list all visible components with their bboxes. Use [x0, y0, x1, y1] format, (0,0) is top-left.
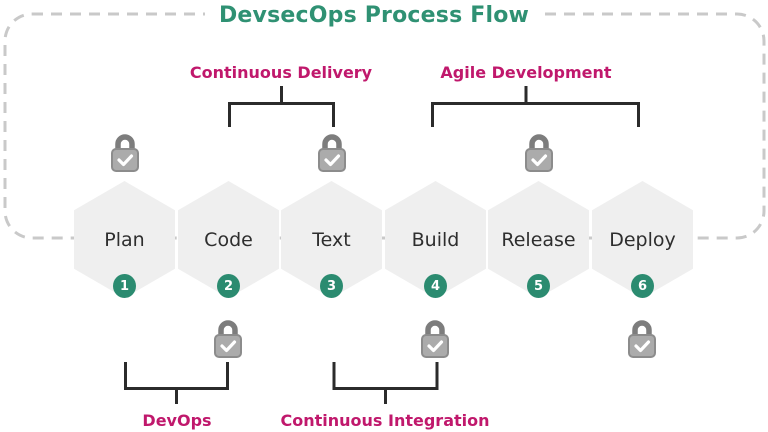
label-devops: DevOps — [142, 411, 212, 430]
stage-number-badge: 4 — [424, 274, 447, 298]
stage-label: Deploy — [609, 228, 676, 251]
lock-check-icon-svg — [628, 320, 656, 358]
lock-check-icon — [519, 130, 559, 172]
lock-check-icon — [415, 316, 455, 358]
stage-number-badge: 1 — [113, 274, 136, 298]
lock-check-icon — [105, 130, 145, 172]
stage-label: Code — [204, 228, 253, 251]
lock-check-icon-svg — [525, 134, 553, 172]
stage-label: Plan — [104, 228, 145, 251]
lock-check-icon-svg — [318, 134, 346, 172]
lock-check-icon-svg — [214, 320, 242, 358]
lock-check-icon — [622, 316, 662, 358]
stage-number-badge: 5 — [527, 274, 550, 298]
lock-check-icon — [312, 130, 352, 172]
bracket-continuous-integration — [332, 362, 439, 404]
stage-label: Release — [501, 228, 576, 251]
lock-check-icon-svg — [111, 134, 139, 172]
stage-number-badge: 2 — [217, 274, 240, 298]
stage-label: Build — [411, 228, 460, 251]
label-continuous-delivery: Continuous Delivery — [189, 63, 373, 82]
bracket-agile-development — [431, 86, 640, 127]
label-agile-development: Agile Development — [440, 63, 612, 82]
stage-label: Text — [312, 228, 351, 251]
lock-check-icon-svg — [421, 320, 449, 358]
lock-check-icon — [208, 316, 248, 358]
page-title: DevsecOps Process Flow — [218, 3, 530, 28]
stage-number-badge: 3 — [320, 274, 343, 298]
bracket-devops — [124, 362, 229, 404]
title-box: DevsecOps Process Flow — [205, 0, 543, 31]
bracket-continuous-delivery — [228, 86, 335, 127]
stage-number-badge: 6 — [631, 274, 654, 298]
label-continuous-integration: Continuous Integration — [280, 411, 490, 430]
